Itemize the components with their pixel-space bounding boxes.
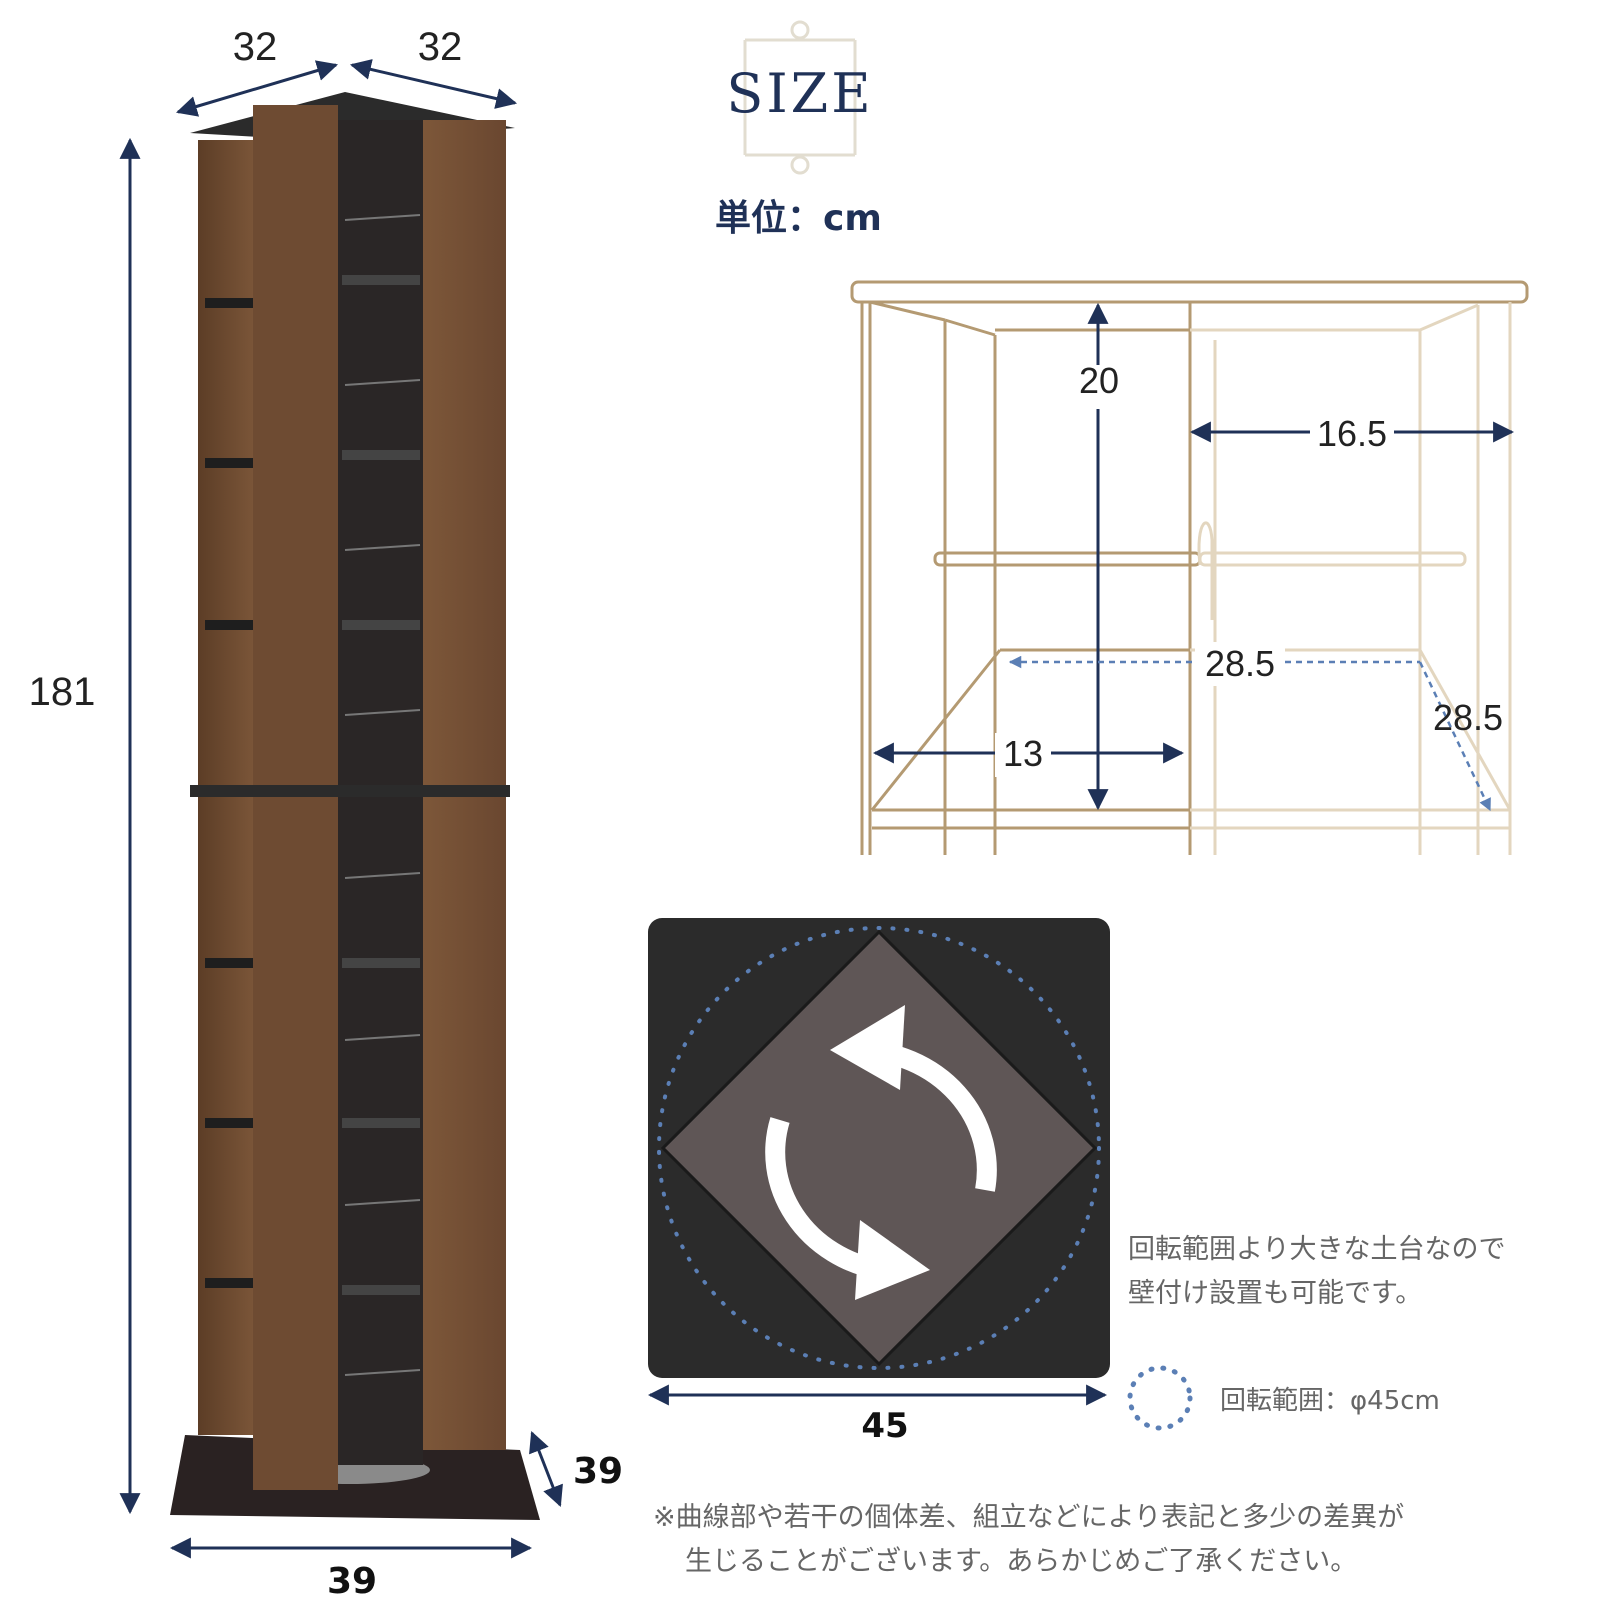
unit-label: 単位：cm xyxy=(715,198,882,239)
inner-height-label: 20 xyxy=(1079,360,1119,401)
top-left-width-arrow xyxy=(175,60,339,117)
rotate-arrow-head-bottom xyxy=(855,1220,930,1300)
rotating-diamond xyxy=(660,929,1098,1367)
top-right-width-label: 32 xyxy=(418,25,463,69)
base-width-label: 39 xyxy=(327,1561,377,1600)
height-label: 181 xyxy=(29,670,96,714)
disclaimer-line1: ※曲線部や若干の個体差、組立などにより表記と多少の差異が xyxy=(653,1502,1404,1533)
top-right-width-arrow xyxy=(349,59,518,109)
middle-band xyxy=(190,785,510,797)
depth-side-label: 28.5 xyxy=(1433,697,1503,738)
detail-dimensions xyxy=(872,302,1515,811)
front-width-label: 13 xyxy=(1003,733,1043,774)
title-ornament xyxy=(743,20,857,175)
depth-back-label: 28.5 xyxy=(1205,643,1275,684)
rotation-caption-line1: 回転範囲より大きな土台なので xyxy=(1128,1234,1505,1265)
depth-dashed xyxy=(1008,655,1492,812)
size-title: SIZE xyxy=(726,62,873,125)
rotation-range-circle xyxy=(657,926,1101,1370)
center-panel xyxy=(253,105,338,1490)
top-left-width-label: 32 xyxy=(233,25,278,69)
rotation-width-label: 45 xyxy=(861,1406,908,1446)
right-shelves xyxy=(342,275,420,1295)
rotation-legend-text: 回転範囲：φ45cm xyxy=(1220,1386,1440,1416)
base-depth-arrow xyxy=(529,1431,563,1507)
tower-dimensions xyxy=(119,59,563,1559)
depth-side-arrow xyxy=(1418,661,1492,812)
base-depth-label: 39 xyxy=(573,1451,623,1492)
rotation-caption-line2: 壁付け設置も可能です。 xyxy=(1128,1278,1422,1309)
shelf-detail-illustration xyxy=(850,280,1529,855)
left-shelves xyxy=(205,298,253,1288)
shelf-rods xyxy=(344,214,421,1376)
compartment-width-label: 16.5 xyxy=(1317,413,1387,454)
disclaimer-line2: 生じることがございます。あらかじめご了承ください。 xyxy=(685,1546,1357,1577)
tower-illustration xyxy=(170,92,540,1520)
rotation-legend-icon xyxy=(1127,1365,1193,1431)
rotate-arrow-head-top xyxy=(830,1005,905,1090)
shelf-detail-faded xyxy=(1190,302,1512,855)
